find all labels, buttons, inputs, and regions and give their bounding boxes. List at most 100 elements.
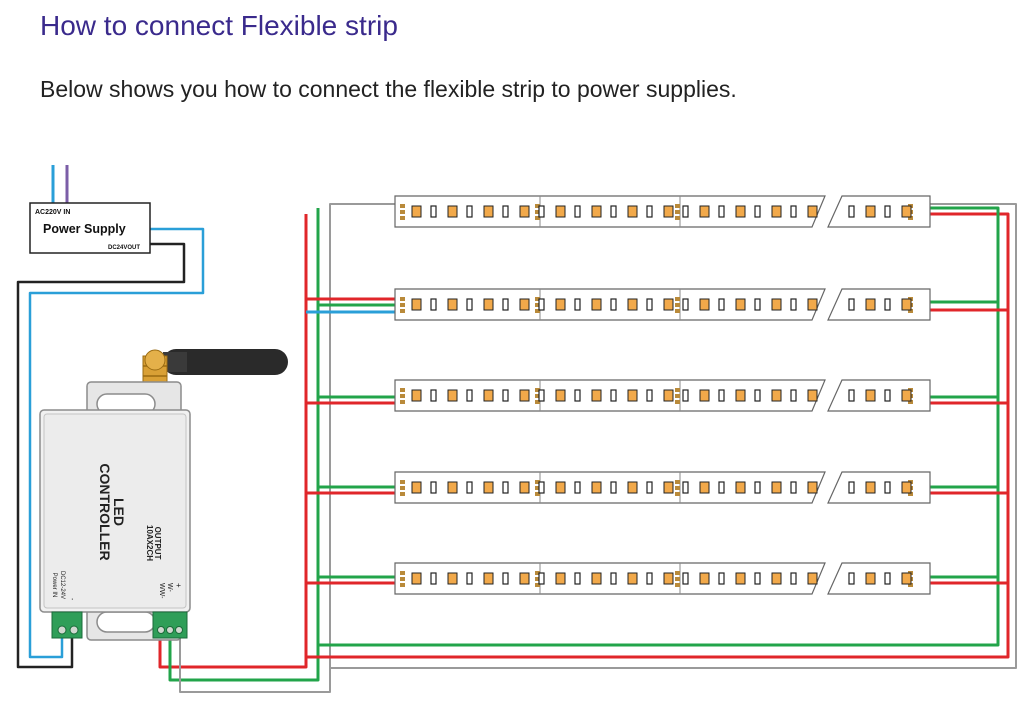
led-chip (901, 205, 912, 218)
resistor (502, 205, 509, 218)
solder-pad (535, 480, 540, 484)
led-chip (699, 572, 710, 585)
resistor (610, 572, 617, 585)
resistor (718, 389, 725, 402)
led-chip (627, 572, 638, 585)
solder-pad (908, 309, 913, 313)
resistor (718, 298, 725, 311)
resistor (502, 389, 509, 402)
solder-pad (400, 388, 405, 392)
controller-output-spec: 10AX2CH (145, 525, 154, 561)
resistor (754, 205, 761, 218)
power-supply-input-label: AC220V IN (35, 209, 70, 216)
resistor (646, 298, 653, 311)
resistor (574, 298, 581, 311)
led-chip (411, 572, 422, 585)
solder-pad (675, 492, 680, 496)
power-supply-name: Power Supply (43, 222, 126, 236)
out-wire-red (158, 214, 308, 669)
led-chip (447, 389, 458, 402)
led-chip (735, 572, 746, 585)
solder-pad (675, 309, 680, 313)
controller-name-line2: CONTROLLER (97, 463, 113, 560)
led-chip (591, 205, 602, 218)
resistor (538, 481, 545, 494)
power-terminal-block (51, 611, 83, 639)
resistor (646, 389, 653, 402)
power-supply-output-label: DC24VOUT (108, 245, 140, 251)
resistor (430, 205, 437, 218)
resistor (574, 205, 581, 218)
strip-tail (827, 379, 931, 412)
resistor (538, 298, 545, 311)
solder-pad (908, 400, 913, 404)
strip-body (394, 562, 826, 595)
solder-pad (675, 400, 680, 404)
solder-pad (908, 216, 913, 220)
led-chip (699, 481, 710, 494)
led-chip (483, 298, 494, 311)
led-chip (627, 389, 638, 402)
resistor (538, 205, 545, 218)
resistor (754, 389, 761, 402)
resistor (430, 572, 437, 585)
resistor (538, 389, 545, 402)
led-chip (519, 389, 530, 402)
resistor (884, 572, 891, 585)
led-chip (483, 205, 494, 218)
led-chip (865, 481, 876, 494)
led-chip (771, 389, 782, 402)
controller-power-label: Power IN (51, 573, 57, 598)
dc-wire-blue (28, 227, 205, 659)
terminal-minus-label: - (68, 598, 75, 601)
led-strip (394, 195, 931, 228)
led-chip (483, 389, 494, 402)
resistor (848, 389, 855, 402)
resistor (682, 389, 689, 402)
led-chip (865, 389, 876, 402)
led-chip (771, 572, 782, 585)
solder-pad (400, 297, 405, 301)
led-chip (807, 298, 818, 311)
resistor (466, 481, 473, 494)
strip-body (394, 471, 826, 504)
resistor (884, 298, 891, 311)
return-wire-gray (330, 203, 1017, 669)
led-chip (901, 389, 912, 402)
resistor (646, 205, 653, 218)
resistor (466, 298, 473, 311)
solder-pad (675, 210, 680, 214)
led-chip (807, 205, 818, 218)
led-chip (663, 298, 674, 311)
intro-text: Below shows you how to connect the flexi… (40, 76, 737, 102)
led-chip (555, 389, 566, 402)
led-chip (663, 572, 674, 585)
controller-power-voltage: DC12-24V (59, 571, 65, 599)
led-chip (411, 389, 422, 402)
led-chip (627, 481, 638, 494)
solder-pad (400, 204, 405, 208)
solder-pad (400, 583, 405, 587)
solder-pad (675, 571, 680, 575)
main-wires (16, 165, 1017, 693)
resistor (610, 298, 617, 311)
solder-pad (535, 297, 540, 301)
led-chip (735, 298, 746, 311)
solder-pad (675, 303, 680, 307)
resistor (884, 389, 891, 402)
solder-pad (400, 210, 405, 214)
led-chip (447, 205, 458, 218)
solder-pad (675, 204, 680, 208)
led-chip (627, 298, 638, 311)
led-chip (555, 481, 566, 494)
resistor (790, 572, 797, 585)
controller-name-line1: LED (111, 498, 127, 526)
resistor (682, 481, 689, 494)
resistor (466, 205, 473, 218)
led-chip (771, 481, 782, 494)
led-chip (483, 481, 494, 494)
led-chip (663, 205, 674, 218)
led-chip (699, 298, 710, 311)
led-chip (735, 389, 746, 402)
led-chip (411, 205, 422, 218)
